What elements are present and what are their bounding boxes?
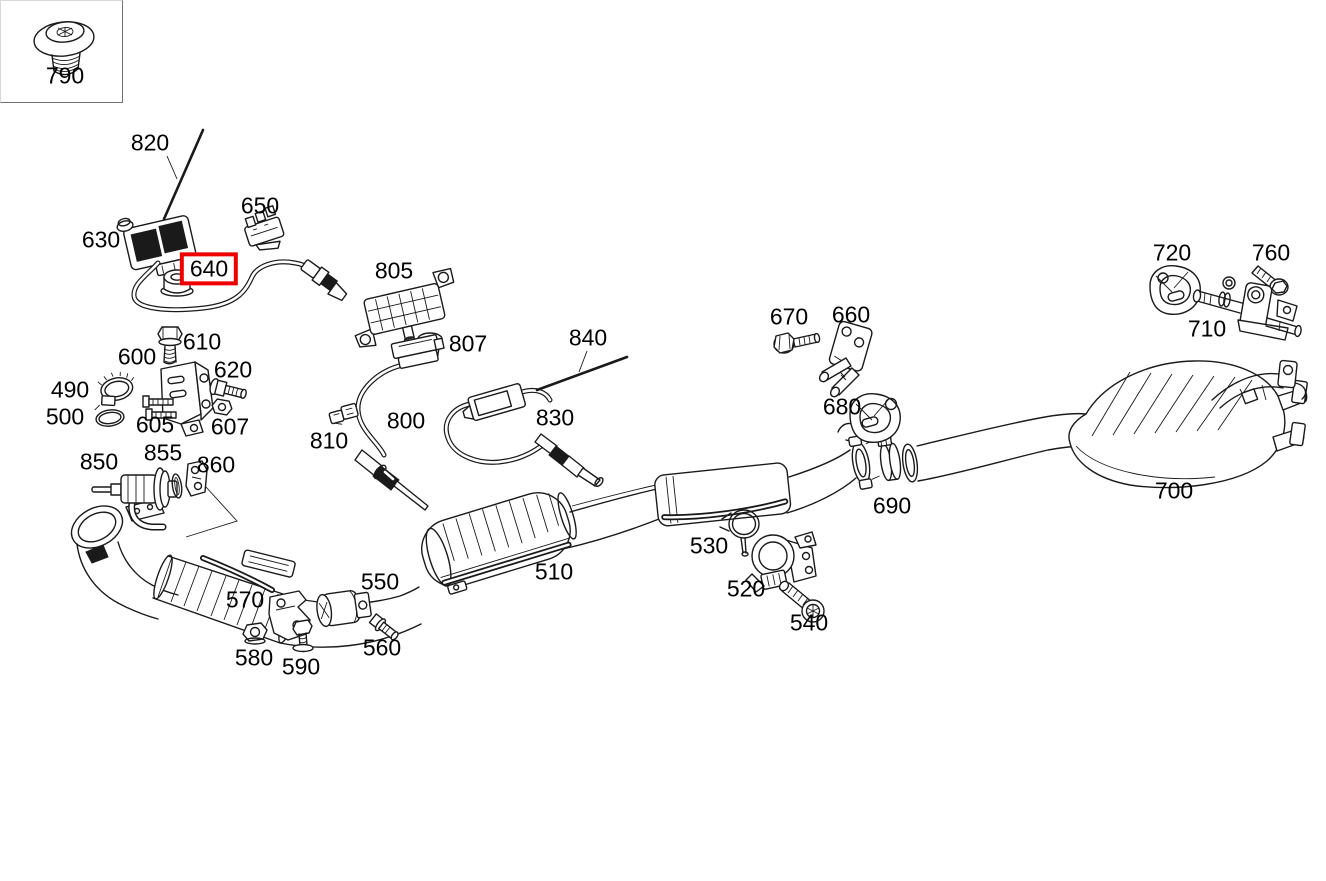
part-label-760[interactable]: 760 (1251, 239, 1291, 266)
flange-860-drawing (186, 461, 237, 537)
part-label-605[interactable]: 605 (135, 411, 175, 438)
bracket-600-drawing (161, 362, 213, 436)
rubber-mount-550-drawing (315, 588, 372, 627)
part-label-700[interactable]: 700 (1154, 477, 1194, 504)
part-820-line-drawing (164, 130, 203, 219)
part-label-540[interactable]: 540 (789, 609, 829, 636)
leader-line-840 (579, 351, 587, 372)
part-label-550[interactable]: 550 (360, 568, 400, 595)
center-pipe-drawing (563, 423, 881, 549)
part-label-720[interactable]: 720 (1152, 239, 1192, 266)
part-label-610[interactable]: 610 (182, 328, 222, 355)
oxygen-sensor-640-cable-drawing (134, 258, 351, 310)
cable-clip-810-drawing (328, 403, 359, 427)
part-label-690[interactable]: 690 (872, 492, 912, 519)
oxygen-sensor-640-probe (298, 258, 351, 303)
part-label-500[interactable]: 500 (45, 403, 85, 430)
oxygen-sensor-830-drawing (446, 383, 604, 488)
hose-clamp-490-drawing (88, 368, 139, 410)
spring-clamp-530-drawing (720, 510, 759, 556)
part-label-805[interactable]: 805 (374, 257, 414, 284)
heat-shield-plate-805-drawing (345, 269, 464, 354)
part-label-670[interactable]: 670 (769, 303, 809, 330)
part-label-560[interactable]: 560 (362, 634, 402, 661)
leader-line-860 (186, 487, 237, 537)
exhaust-flap-actuator-520-drawing (746, 532, 816, 592)
part-label-530[interactable]: 530 (689, 532, 729, 559)
bolt-620-drawing (209, 378, 248, 402)
part-label-630[interactable]: 630 (81, 226, 121, 253)
part-label-650[interactable]: 650 (240, 192, 280, 219)
part-label-590[interactable]: 590 (281, 653, 321, 680)
part-label-620[interactable]: 620 (213, 356, 253, 383)
part-label-510[interactable]: 510 (534, 558, 574, 585)
part-840-line-drawing (537, 351, 627, 390)
seal-ring-500-drawing (95, 408, 125, 428)
part-label-850[interactable]: 850 (79, 448, 119, 475)
studs-605-drawing (143, 396, 176, 420)
bolt-610-drawing (158, 327, 182, 364)
rear-muffler-700-drawing (1069, 360, 1308, 487)
bracket-660-drawing (818, 320, 873, 398)
nut-580-drawing (243, 623, 267, 644)
catalytic-converter-510-drawing (414, 484, 585, 599)
bolt-670-drawing (774, 333, 820, 353)
part-label-607[interactable]: 607 (210, 413, 250, 440)
part-label-520[interactable]: 520 (726, 575, 766, 602)
part-label-660[interactable]: 660 (831, 301, 871, 328)
bracket-710-drawing (1193, 277, 1302, 340)
part-label-820[interactable]: 820 (130, 129, 170, 156)
part-label-810[interactable]: 810 (309, 427, 349, 454)
part-label-860[interactable]: 860 (196, 451, 236, 478)
control-unit-630-drawing (116, 205, 199, 283)
part-label-840[interactable]: 840 (568, 324, 608, 351)
leader-line-820 (167, 156, 177, 179)
part-label-830[interactable]: 830 (535, 404, 575, 431)
retaining-clip-650-drawing (240, 205, 287, 256)
temperature-sensor-800-drawing (355, 333, 446, 510)
part-label-490[interactable]: 490 (50, 376, 90, 403)
nut-607-drawing (211, 398, 233, 415)
part-label-570[interactable]: 570 (225, 586, 265, 613)
bolt-560-drawing (368, 613, 401, 643)
part-label-790[interactable]: 790 (45, 62, 85, 89)
part-label-710[interactable]: 710 (1187, 315, 1227, 342)
part-label-855[interactable]: 855 (143, 439, 183, 466)
torx-bolt-540-drawing (778, 580, 824, 622)
part-label-600[interactable]: 600 (117, 343, 157, 370)
part-label-680[interactable]: 680 (822, 393, 862, 420)
part-label-580[interactable]: 580 (234, 644, 274, 671)
rubber-mount-680-drawing (850, 394, 900, 443)
part-label-807[interactable]: 807 (448, 330, 488, 357)
part-label-800[interactable]: 800 (386, 407, 426, 434)
part-label-640-highlighted[interactable]: 640 (179, 252, 239, 286)
bolt-590-drawing (293, 620, 313, 652)
screw-790-icon (1, 1, 122, 102)
fastener-inset-box (0, 0, 123, 103)
gasket-855-drawing (171, 473, 183, 498)
